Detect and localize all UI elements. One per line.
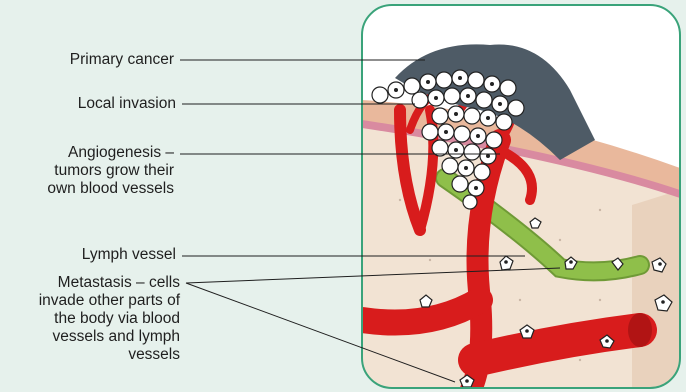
label-metastasis-line5: vessels <box>128 346 180 364</box>
label-angiogenesis: Angiogenesis – <box>68 144 174 162</box>
tissue-side <box>632 190 680 392</box>
label-local-invasion: Local invasion <box>78 95 176 113</box>
label-metastasis: Metastasis – cells <box>58 274 180 292</box>
label-metastasis-line4: vessels and lymph <box>52 328 180 346</box>
label-metastasis-line2: invade other parts of <box>39 292 180 310</box>
label-angiogenesis-line3: own blood vessels <box>47 180 174 198</box>
vessel-opening <box>628 313 652 347</box>
label-primary-cancer: Primary cancer <box>70 51 174 69</box>
label-lymph-vessel: Lymph vessel <box>82 246 176 264</box>
label-angiogenesis-line2: tumors grow their <box>54 162 174 180</box>
label-metastasis-line3: the body via blood <box>54 310 180 328</box>
